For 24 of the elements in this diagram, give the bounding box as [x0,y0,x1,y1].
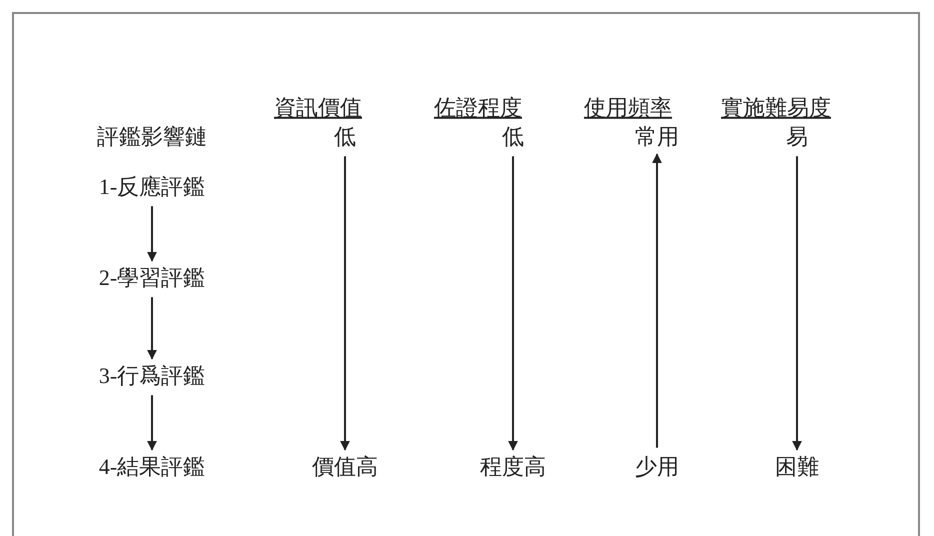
node-label: 低 [334,124,356,150]
node-label: 易 [786,124,808,150]
node-label: 4-結果評鑑 [98,454,206,480]
arrow [147,206,157,262]
column-heading: 使用頻率 [584,94,672,122]
arrow [652,153,662,448]
node-label: 價值高 [312,454,378,480]
column-heading: 資訊價值 [274,94,362,122]
node-label: 程度高 [480,454,546,480]
node-label: 低 [502,124,524,150]
node-label: 1-反應評鑑 [98,174,206,200]
arrow [508,156,518,451]
arrow [792,156,802,451]
arrow [340,156,350,451]
column-heading: 實施難易度 [721,94,831,122]
column-heading: 佐證程度 [434,94,522,122]
node-label: 困難 [775,454,819,480]
arrow [147,395,157,451]
node-label: 3-行爲評鑑 [98,362,206,390]
arrow [147,297,157,360]
node-label: 少用 [635,454,679,480]
node-label: 2-學習評鑑 [98,264,206,292]
node-label: 常用 [635,124,679,150]
row-heading: 評鑑影響鏈 [97,124,207,150]
